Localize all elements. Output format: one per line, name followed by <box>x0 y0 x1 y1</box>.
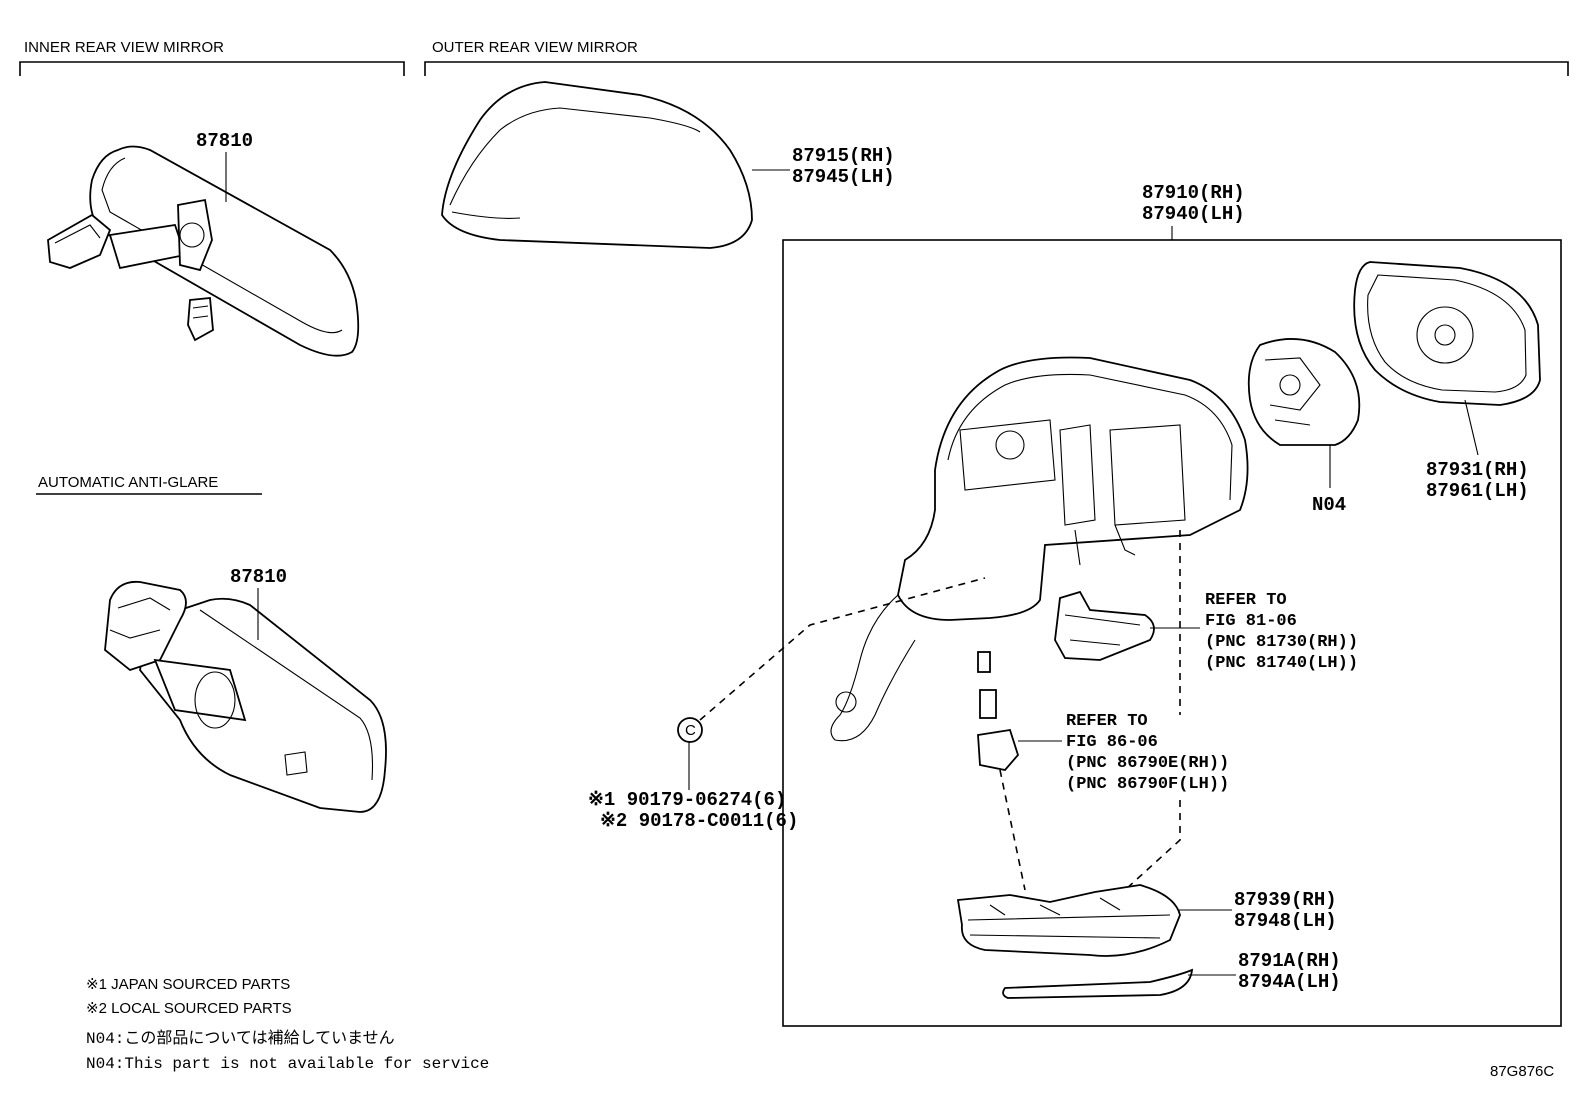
mirror-cover-illustration <box>441 81 753 249</box>
clip-dashed-guide <box>699 577 986 721</box>
actuator-illustration <box>1247 338 1361 446</box>
part-number-trim-lh: 8794A(LH) <box>1238 971 1341 993</box>
note-japan-sourced: ※1 JAPAN SOURCED PARTS <box>86 976 290 993</box>
ref-1-line-2: FIG 81-06 <box>1205 612 1297 631</box>
ref-1-line-3: (PNC 81730(RH)) <box>1205 633 1358 652</box>
section-bracket-inner <box>19 61 405 76</box>
part-number-lamp-rh: 87939(RH) <box>1234 889 1337 911</box>
part-number-inner-mirror-2: 87810 <box>230 566 287 588</box>
socket-illustration <box>977 651 1020 771</box>
ref-1-line-1: REFER TO <box>1205 591 1287 610</box>
note-n04-japanese: N04:この部品については補給していません <box>86 1029 395 1048</box>
section-title-outer: OUTER REAR VIEW MIRROR <box>432 39 638 56</box>
turn-lamp-illustration <box>1054 590 1155 661</box>
part-number-clip-2: ※2 90178-C0011(6) <box>600 810 798 832</box>
dashed-guide-lamp-lower <box>1124 800 1181 891</box>
part-number-glass-rh: 87931(RH) <box>1426 459 1529 481</box>
ref-2-line-3: (PNC 86790E(RH)) <box>1066 754 1229 773</box>
clip-illustration: C <box>677 717 703 743</box>
part-number-cover-lh: 87945(LH) <box>792 166 895 188</box>
part-number-cover-rh: 87915(RH) <box>792 145 895 167</box>
clip-symbol: C <box>685 722 696 739</box>
ref-2-line-4: (PNC 86790F(LH)) <box>1066 775 1229 794</box>
leader-glass <box>1464 399 1479 456</box>
part-number-glass-lh: 87961(LH) <box>1426 480 1529 502</box>
dashed-guide-socket <box>999 769 1026 891</box>
mirror-body-illustration <box>830 356 1249 742</box>
note-local-sourced: ※2 LOCAL SOURCED PARTS <box>86 1000 292 1017</box>
inner-mirror-illustration <box>47 145 360 357</box>
trim-strip-illustration <box>1002 968 1194 999</box>
mirror-glass-illustration <box>1353 261 1541 406</box>
note-n04-english: N04:This part is not available for servi… <box>86 1055 489 1073</box>
side-lamp-illustration <box>956 884 1181 957</box>
part-number-inner-mirror-1: 87810 <box>196 130 253 152</box>
part-number-assembly-rh: 87910(RH) <box>1142 182 1245 204</box>
part-number-actuator: N04 <box>1312 494 1346 516</box>
section-bracket-outer <box>424 61 1569 76</box>
figure-code: 87G876C <box>1490 1063 1554 1080</box>
anti-glare-mirror-illustration <box>104 580 387 813</box>
part-number-lamp-lh: 87948(LH) <box>1234 910 1337 932</box>
part-number-trim-rh: 8791A(RH) <box>1238 950 1341 972</box>
part-number-clip-1: ※1 90179-06274(6) <box>588 789 786 811</box>
ref-2-line-2: FIG 86-06 <box>1066 733 1158 752</box>
ref-1-line-4: (PNC 81740(LH)) <box>1205 654 1358 673</box>
section-title-anti-glare: AUTOMATIC ANTI-GLARE <box>38 474 218 491</box>
section-title-inner: INNER REAR VIEW MIRROR <box>24 39 224 56</box>
part-number-assembly-lh: 87940(LH) <box>1142 203 1245 225</box>
ref-2-line-1: REFER TO <box>1066 712 1148 731</box>
